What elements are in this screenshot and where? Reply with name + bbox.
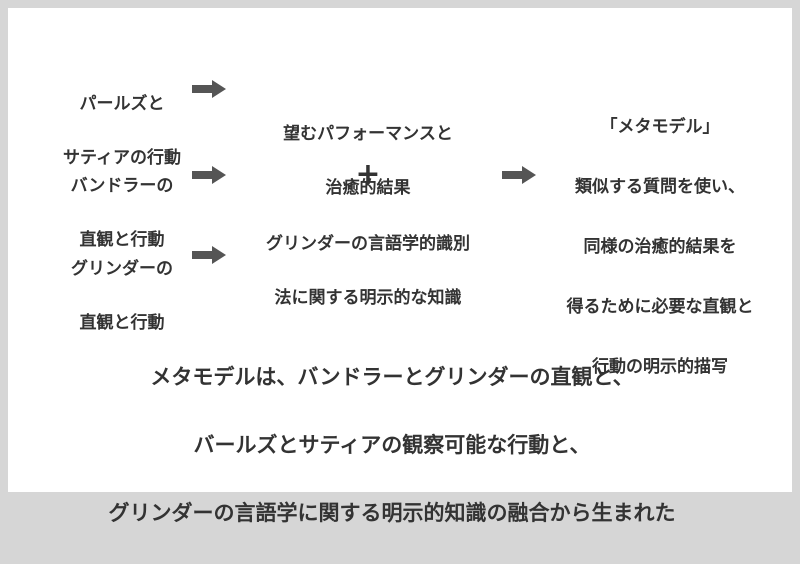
- source-line: 直観と行動: [79, 230, 165, 250]
- middle-line: 法に関する明示的な知識: [274, 288, 462, 308]
- result-line: 行動の明示的描写: [592, 357, 728, 377]
- diagram-panel: [8, 8, 792, 492]
- result-title: 「メタモデル」: [600, 117, 720, 137]
- source-perls-satir: パールズと サティアの行動: [22, 64, 222, 199]
- arrow-right-icon: [192, 246, 226, 264]
- arrow-right-icon: [192, 166, 226, 184]
- source-bandler: バンドラーの 直観と行動: [22, 146, 222, 281]
- summary-line: メタモデルは、バンドラーとグリンダーの直観と、: [150, 365, 634, 389]
- result-line: 得るために必要な直観と: [566, 297, 754, 317]
- source-line: パールズと: [79, 94, 165, 114]
- middle-line: グリンダーの言語学的識別: [266, 234, 470, 254]
- middle-line: 治癒的結果: [325, 178, 411, 198]
- source-grinder: グリンダーの 直観と行動: [22, 229, 222, 364]
- grinder-knowledge-label: グリンダーの言語学的識別 法に関する明示的な知識: [218, 204, 518, 339]
- middle-line: 望むパフォーマンスと: [283, 124, 453, 144]
- summary-line: バールズとサティアの観察可能な行動と、: [193, 433, 591, 457]
- plus-sign: +: [355, 157, 381, 192]
- summary-text: メタモデルは、バンドラーとグリンダーの直観と、 バールズとサティアの観察可能な行…: [22, 326, 762, 564]
- desired-performance-label: 望むパフォーマンスと 治癒的結果: [218, 94, 518, 229]
- source-line: 直観と行動: [79, 313, 165, 333]
- result-line: 同様の治癒的結果を: [583, 237, 737, 257]
- summary-line: グリンダーの言語学に関する明示的知識の融合から生まれた: [108, 501, 676, 525]
- result-line: 類似する質問を使い、: [575, 177, 745, 197]
- source-line: バンドラーの: [70, 176, 174, 196]
- source-line: グリンダーの: [71, 259, 173, 279]
- metamodel-result: 「メタモデル」 類似する質問を使い、 同様の治癒的結果を 得るために必要な直観と…: [530, 82, 790, 412]
- source-line: サティアの行動: [63, 148, 181, 168]
- arrow-right-icon: [502, 166, 536, 184]
- arrow-right-icon: [192, 80, 226, 98]
